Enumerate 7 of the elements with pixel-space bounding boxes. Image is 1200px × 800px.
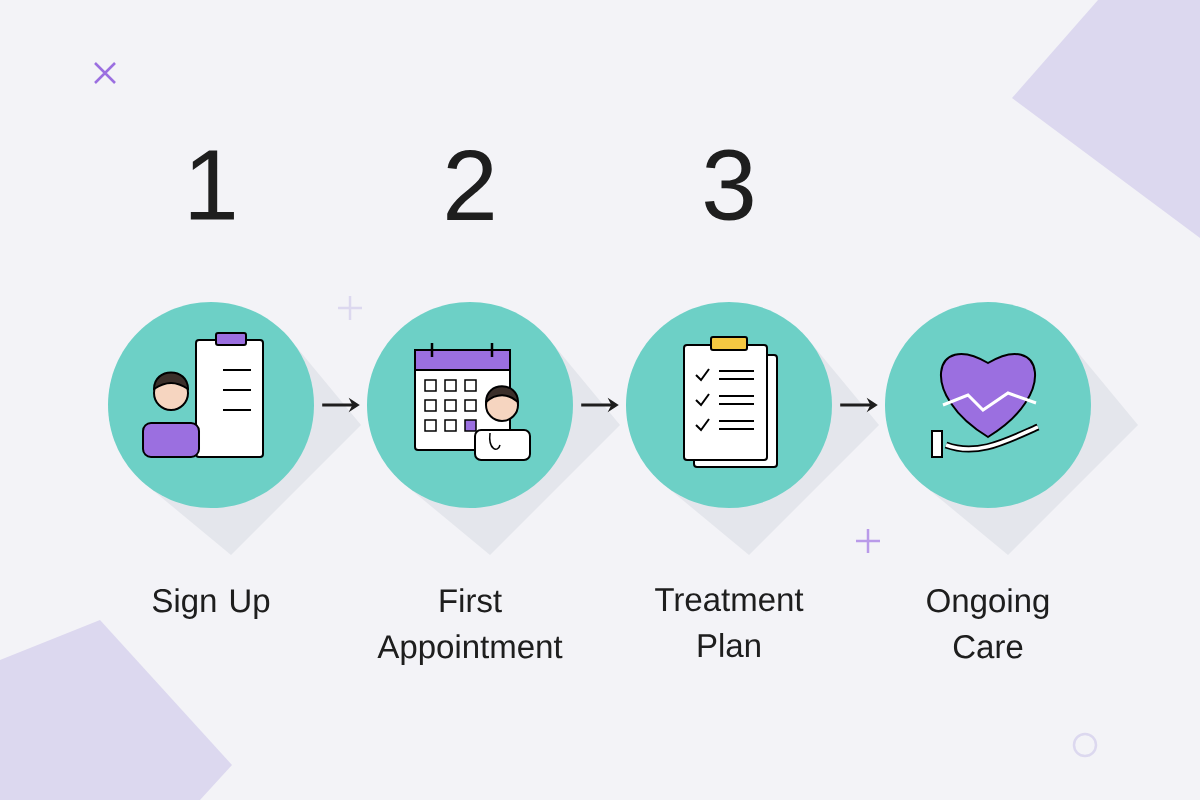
step-number: 3 — [705, 149, 753, 221]
step-number: 2 — [447, 150, 493, 220]
step-label: First Appointment — [377, 588, 563, 665]
step-number: 1 — [190, 150, 234, 220]
step-label: Treatment Plan — [655, 588, 804, 658]
step-label: Sign Up — [152, 588, 270, 619]
step-label: Ongoing Care — [927, 588, 1049, 659]
